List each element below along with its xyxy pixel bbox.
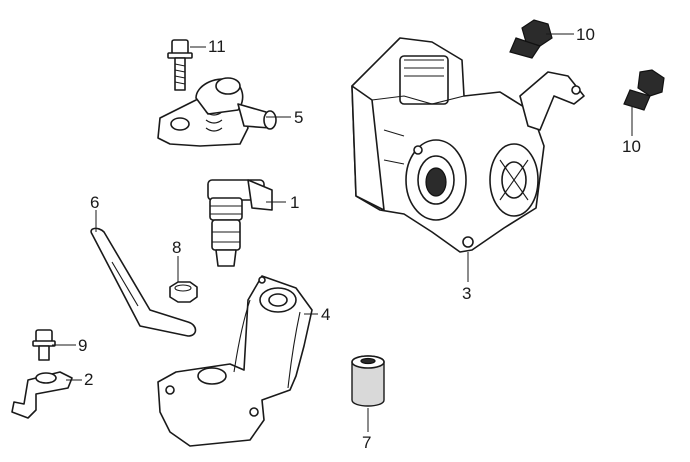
bolt-part-10-right [623, 69, 665, 111]
callout-2: 2 [84, 370, 94, 389]
throttle-body-part-3 [351, 37, 585, 253]
callout-1: 1 [290, 193, 300, 212]
clamp-part-2 [11, 371, 73, 419]
callout-5: 5 [294, 108, 304, 127]
valve-part-5 [157, 77, 277, 147]
bolt-part-9 [32, 329, 56, 361]
leader-lines [52, 33, 633, 432]
injector-part-1 [207, 179, 273, 267]
callout-10-top: 10 [576, 25, 595, 44]
callout-8: 8 [172, 238, 182, 257]
manifold-part-4 [157, 275, 313, 447]
callout-4: 4 [321, 305, 331, 324]
sleeve-part-7 [351, 355, 385, 407]
callout-3: 3 [462, 284, 472, 303]
callout-10-right: 10 [622, 137, 641, 156]
callout-11: 11 [208, 37, 226, 56]
callout-6: 6 [90, 193, 100, 212]
callout-7: 7 [362, 433, 372, 452]
bracket-part-6 [90, 227, 197, 337]
bolt-part-11 [167, 39, 193, 91]
callout-9: 9 [78, 336, 88, 355]
bolt-part-10-top [509, 19, 553, 59]
nut-part-8 [169, 281, 198, 303]
